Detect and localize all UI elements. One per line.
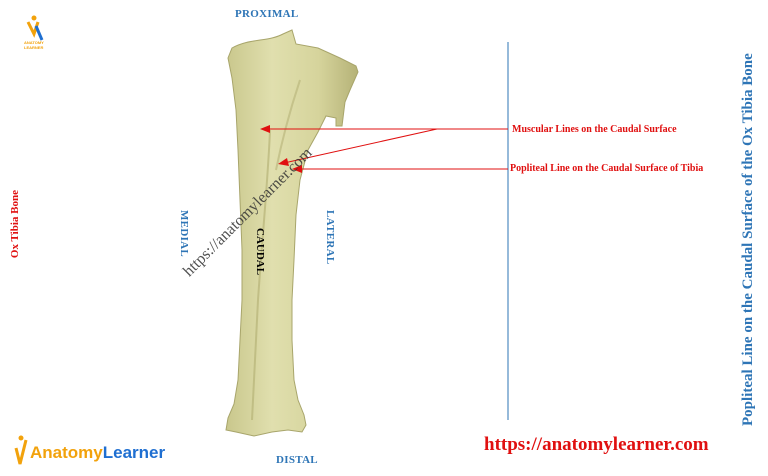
muscular-arrow-branch (283, 128, 438, 164)
muscular-arrowhead (260, 125, 270, 133)
diagram-title: Popliteal Line on the Caudal Surface of … (740, 53, 756, 427)
bone-ridge (251, 129, 271, 421)
popliteal-line-label: Popliteal Line on the Caudal Surface of … (510, 163, 704, 174)
tibia-bone (225, 29, 359, 437)
logo-word-learner: Learner (102, 443, 166, 462)
lateral-label: LATERAL (324, 210, 336, 265)
small-logo-text: ANATOMY LEARNER (24, 40, 44, 50)
caudal-label: CAUDAL (254, 228, 266, 276)
distal-label: DISTAL (276, 454, 318, 466)
logo-word-anatomy: Anatomy (30, 443, 103, 462)
muscular-lines-label: Muscular Lines on the Caudal Surface (512, 124, 677, 135)
popliteal-arrowhead (292, 165, 302, 173)
small-logo-line1: ANATOMY (24, 40, 44, 45)
bottom-logo: AnatomyLearner (30, 443, 165, 463)
small-logo-line2: LEARNER (24, 45, 44, 50)
website-link[interactable]: https://anatomylearner.com (484, 434, 709, 455)
medial-label: MEDIAL (178, 210, 190, 258)
logo-figure-icon (14, 435, 28, 465)
bone-ridge-2 (275, 79, 301, 171)
muscular-branch-arrowhead (278, 158, 289, 166)
proximal-label: PROXIMAL (235, 8, 299, 20)
logo-mark-icon (26, 15, 44, 41)
bone-title: Ox Tibia Bone (9, 190, 21, 259)
